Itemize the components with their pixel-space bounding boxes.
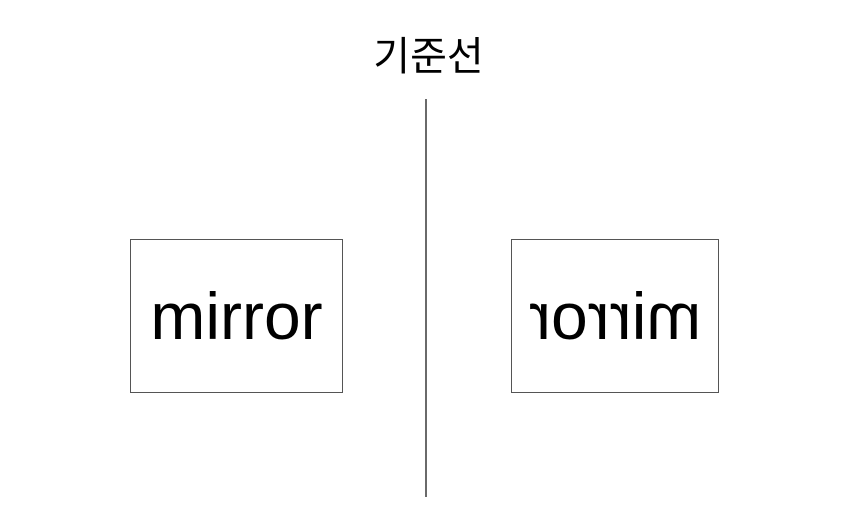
original-word-text: mirror bbox=[150, 279, 323, 353]
mirrored-word-box: mirror bbox=[511, 239, 719, 393]
original-word-box: mirror bbox=[130, 239, 343, 393]
reference-line bbox=[425, 99, 427, 497]
reference-line-label: 기준선 bbox=[373, 35, 484, 79]
mirrored-word-text: mirror bbox=[528, 279, 702, 353]
